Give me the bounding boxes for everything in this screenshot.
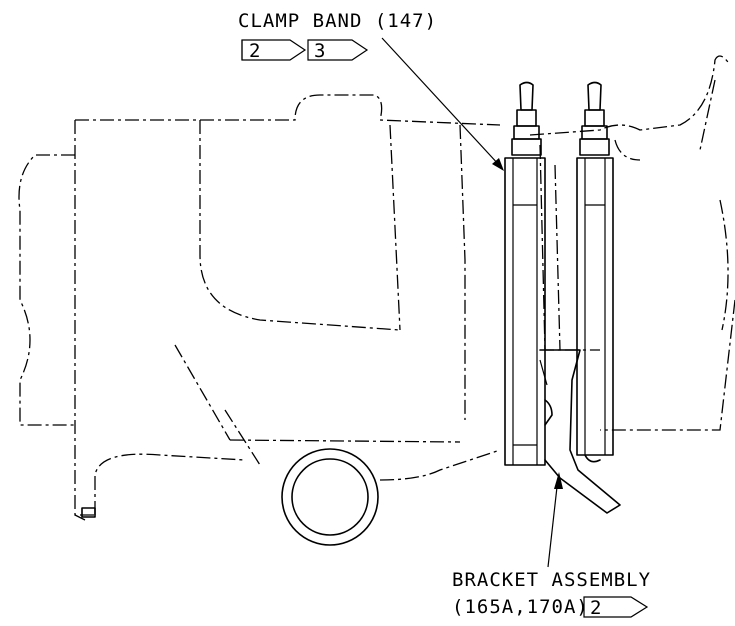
bracket-assembly-callout: BRACKET ASSEMBLY (165A,170A) 2 xyxy=(452,569,651,619)
flag-note-2-text: 2 xyxy=(249,40,260,62)
clamp-band-right xyxy=(576,81,614,463)
bracket-assembly-label: BRACKET ASSEMBLY xyxy=(452,569,651,591)
bracket-leader xyxy=(547,477,559,568)
bracket-arrowhead xyxy=(554,472,563,489)
housing-phantom-outline xyxy=(18,55,735,521)
clamp-band-leader xyxy=(381,37,501,167)
bracket-assembly xyxy=(539,349,621,514)
flag-note-3-text: 3 xyxy=(314,40,325,62)
clamp-band-left xyxy=(504,81,553,466)
flag-note-3: 3 xyxy=(307,39,369,62)
flag-note-2: 2 xyxy=(241,39,307,62)
clamp-band-callout: CLAMP BAND (147) 2 3 xyxy=(238,10,437,62)
housing-solid-details xyxy=(81,448,379,546)
bearing-boss-inner xyxy=(291,458,369,536)
bracket-assembly-part-numbers: (165A,170A) xyxy=(452,596,589,618)
clamp-band-label: CLAMP BAND (147) xyxy=(238,10,437,32)
clamp-band-arrowhead xyxy=(492,158,504,171)
bearing-boss-outer xyxy=(281,448,379,546)
leader-lines xyxy=(381,37,563,568)
flag-note-2-bracket: 2 xyxy=(583,596,649,619)
flag-note-2-bracket-text: 2 xyxy=(590,597,601,619)
